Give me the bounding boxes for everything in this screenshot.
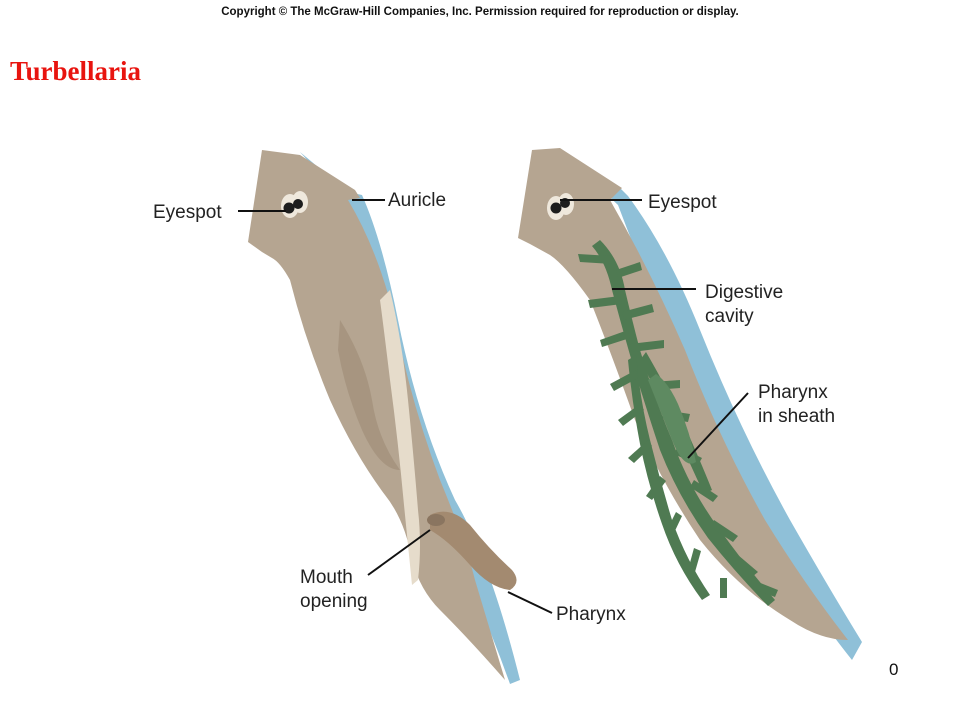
labels: Eyespot Auricle Mouth opening Pharynx Ey… xyxy=(153,190,835,625)
label-eyespot-right: Eyespot xyxy=(648,192,717,213)
leader-pharynx-in-sheath xyxy=(687,392,749,459)
left-pharynx-tube xyxy=(430,511,517,590)
right-planarian xyxy=(518,148,862,660)
left-mouth-opening xyxy=(427,514,445,526)
pharynx-in-sheath xyxy=(648,374,696,464)
right-underside xyxy=(560,150,862,660)
copyright-notice: Copyright © The McGraw-Hill Companies, I… xyxy=(221,6,739,18)
slide-title: Turbellaria xyxy=(10,56,142,86)
digestive-cavity xyxy=(578,240,778,606)
label-mouth-line2: opening xyxy=(300,591,368,612)
left-planarian xyxy=(248,150,520,684)
leader-mouth-opening xyxy=(367,529,431,576)
digestive-left-branch xyxy=(628,355,710,600)
label-digestive-line2: cavity xyxy=(705,306,754,327)
digestive-diverticula xyxy=(578,254,778,598)
left-eyespot-1 xyxy=(283,202,295,214)
label-pharynx-line1: Pharynx xyxy=(758,382,828,403)
right-eyespot-1 xyxy=(550,202,562,214)
left-ridge xyxy=(380,290,420,585)
left-eyespot-2 xyxy=(293,199,303,209)
right-body xyxy=(518,148,848,640)
leader-pharynx xyxy=(507,591,553,614)
label-auricle: Auricle xyxy=(388,190,446,211)
label-digestive-line1: Digestive xyxy=(705,282,783,303)
label-pharynx-line2: in sheath xyxy=(758,406,835,427)
label-pharynx: Pharynx xyxy=(556,604,626,625)
page-number: 0 xyxy=(889,660,899,679)
digestive-main-trunk xyxy=(592,240,775,606)
left-shading xyxy=(338,320,400,470)
label-eyespot-left: Eyespot xyxy=(153,202,222,223)
label-mouth-line1: Mouth xyxy=(300,567,353,588)
leader-lines xyxy=(238,199,749,614)
left-body xyxy=(248,150,505,680)
